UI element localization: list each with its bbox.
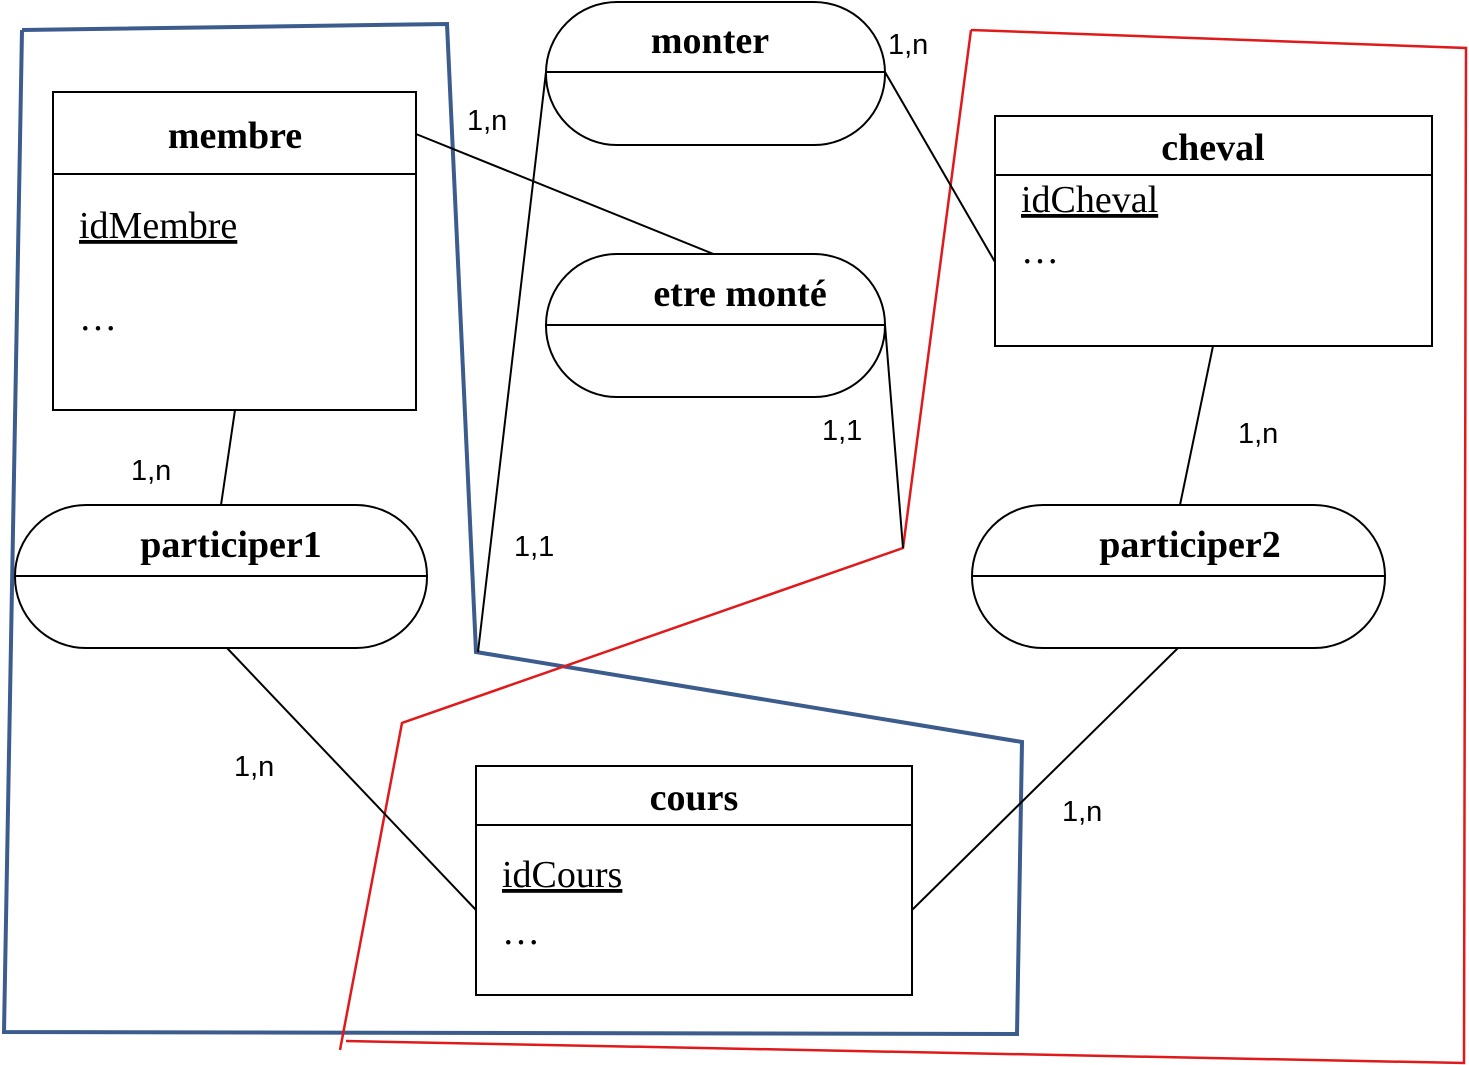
cardinality-etre-monte-cours: 1,1 [822,415,862,447]
entity-cheval-name: cheval [1161,127,1264,169]
entity-cours-key: idCours [502,854,622,896]
cardinality-participer2-cours: 1,n [1062,796,1102,828]
association-participer1-name: participer1 [140,524,322,566]
link-cheval-participer2 [1179,345,1214,506]
blue-group-outline [1,21,1025,1037]
link-participer1-cours [226,647,477,911]
cardinality-membre-etre-monte: 1,n [467,105,507,137]
entity-cours-name: cours [650,777,739,819]
cardinality-participer1-cours: 1,n [234,751,274,783]
entity-cheval-more: … [1021,230,1059,272]
cardinality-membre-participer1: 1,n [131,455,171,487]
link-membre-participer1 [220,409,236,506]
red-group-outline [345,28,1468,1065]
entity-membre-more: … [79,297,117,339]
link-monter-cheval [884,71,996,263]
association-etre-monte: etre monté [545,253,886,398]
link-etre-monte-cours [884,324,904,549]
entity-membre: membre idMembre … [52,91,417,411]
association-participer1: participer1 [14,504,428,649]
entity-membre-key: idMembre [79,205,237,247]
link-participer2-cours [911,647,1179,911]
link-membre-etre-monte [415,133,717,256]
entity-cours-more: … [502,911,540,953]
entity-membre-name: membre [168,115,302,157]
link-monter-cours [477,71,547,653]
cardinality-cheval-participer2: 1,n [1238,418,1278,450]
association-etre-monte-name: etre monté [653,273,826,315]
entity-cours: cours idCours … [475,765,913,996]
cardinality-monter-cheval: 1,n [888,29,928,61]
entity-cheval: cheval idCheval … [994,115,1433,347]
cardinality-monter-cours: 1,1 [514,531,554,563]
association-monter: monter [545,1,886,146]
red-group-outline-lower [338,29,973,1051]
association-participer2: participer2 [971,504,1386,649]
entity-cheval-key: idCheval [1021,179,1158,221]
association-monter-name: monter [651,20,769,62]
association-participer2-name: participer2 [1099,524,1281,566]
